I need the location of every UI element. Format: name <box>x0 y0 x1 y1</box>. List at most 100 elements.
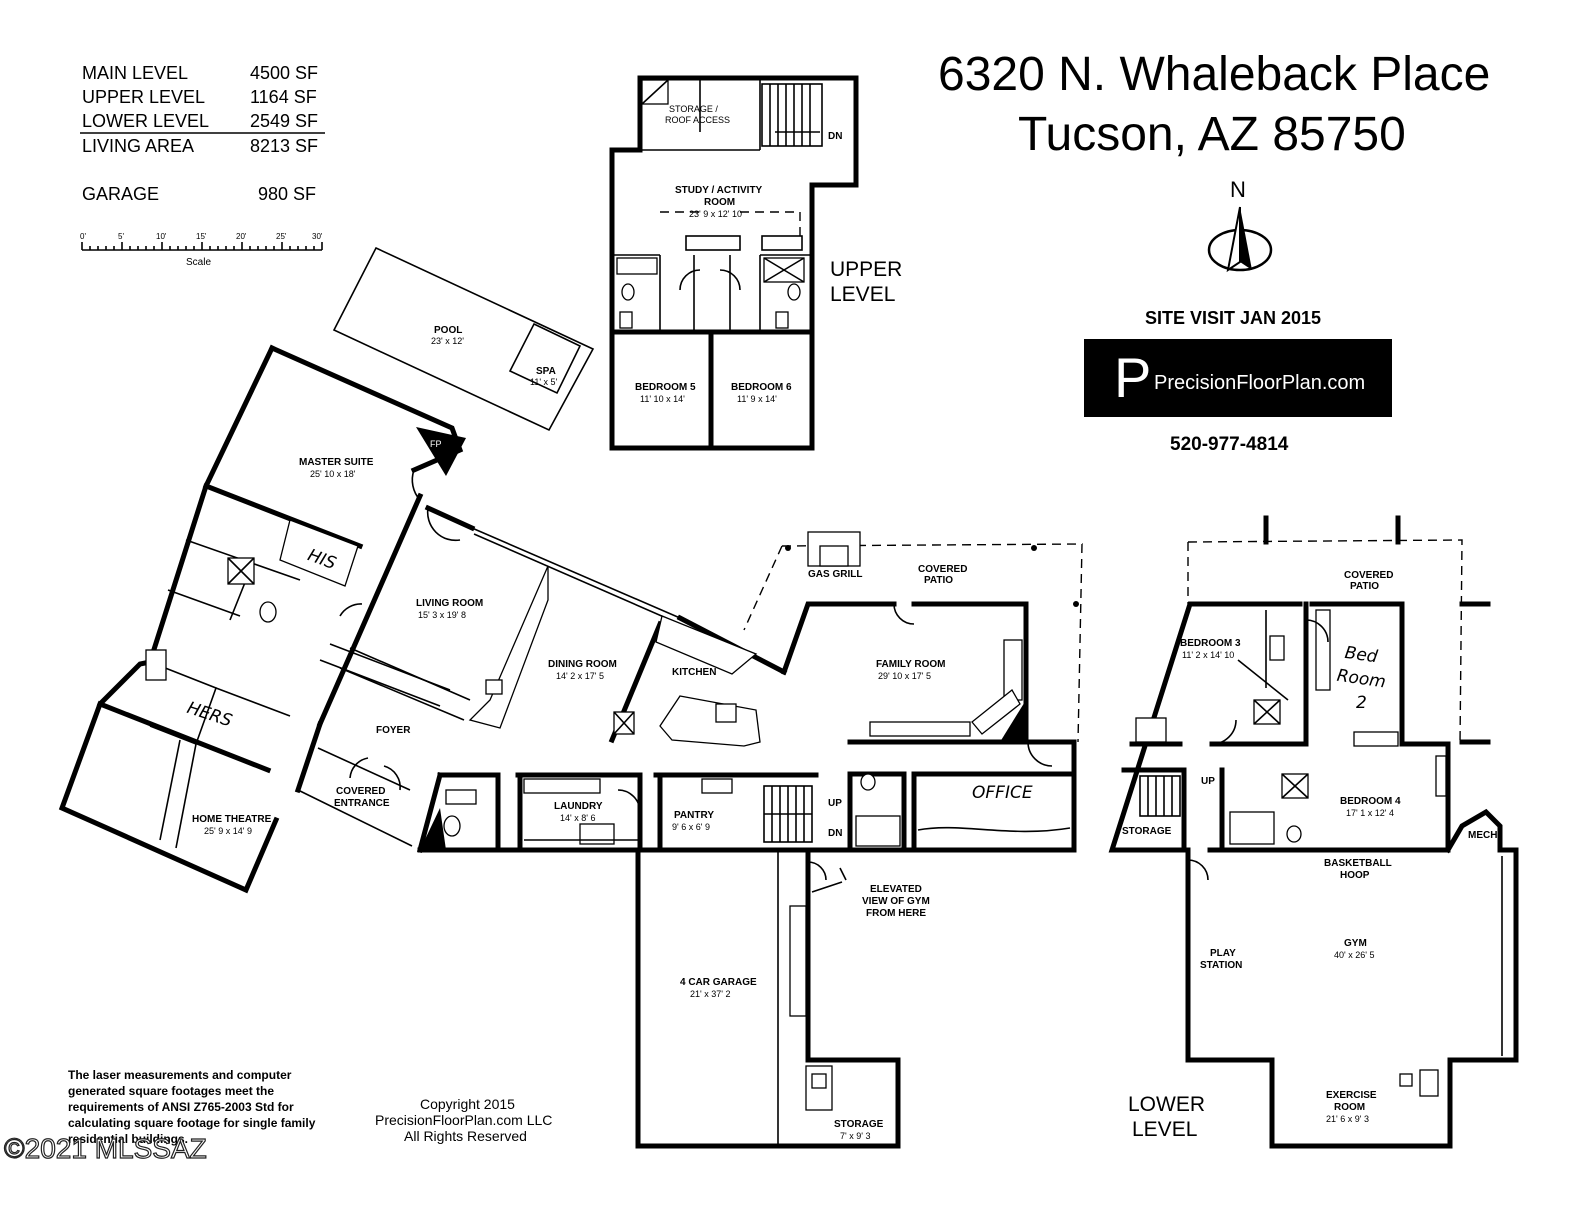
upper-level-plan: STORAGE / ROOF ACCESS DN STUDY / ACTIVIT… <box>609 75 859 451</box>
office-annotation: OFFICE <box>972 783 1033 803</box>
copyright-line-2: PrecisionFloorPlan.com LLC <box>375 1112 552 1128</box>
copyright-notice: Copyright 2015 PrecisionFloorPlan.com LL… <box>375 1096 552 1144</box>
storage-main-label: STORAGE <box>834 1119 884 1130</box>
mls-watermark: ©2021 MLSSAZ <box>4 1133 207 1164</box>
lower-level-label-2: LEVEL <box>1132 1118 1197 1141</box>
scale-tick-25: 25' <box>276 232 287 241</box>
spa-dims: 11' x 5' <box>530 377 558 387</box>
elevated-label-1: ELEVATED <box>870 884 922 895</box>
logo-letter: P <box>1114 346 1151 409</box>
bedroom6-dims: 11' 9 x 14' <box>737 394 777 404</box>
bedroom2-annotation-1: Bed <box>1343 643 1379 667</box>
bedroom4-dims: 17' 1 x 12' 4 <box>1346 808 1394 818</box>
mech-label: MECH <box>1468 830 1497 841</box>
pool-outline <box>332 246 595 432</box>
dining-room-dims: 14' 2 x 17' 5 <box>556 671 604 681</box>
garage-label: 4 CAR GARAGE <box>680 977 757 988</box>
scale-label: Scale <box>186 257 211 268</box>
bedroom3-dims: 11' 2 x 14' 10 <box>1182 650 1234 660</box>
fireplace-icon <box>416 427 466 476</box>
storage-roof-label-1: STORAGE / <box>669 104 718 114</box>
lower-level-label-1: LOWER <box>1128 1093 1205 1116</box>
bedroom5-label: BEDROOM 5 <box>635 382 696 393</box>
scale-bar: 0' 5' 10' 15' 20' 25' 30' Scale <box>80 232 323 268</box>
covered-entrance-label-2: ENTRANCE <box>334 798 390 809</box>
pool-dims: 23' x 12' <box>431 336 464 346</box>
covered-patio-label-2: PATIO <box>924 575 953 586</box>
copyright-line-1: Copyright 2015 <box>420 1096 515 1112</box>
sf-value-lower: 2549 SF <box>250 111 318 131</box>
laundry-dims: 14' x 8' 6 <box>560 813 595 823</box>
pantry-label: PANTRY <box>674 810 714 821</box>
exercise-room-label-1: EXERCISE <box>1326 1090 1377 1101</box>
sf-value-living: 8213 SF <box>250 136 318 156</box>
scale-tick-10: 10' <box>156 232 167 241</box>
disclaimer-line-2: generated square footages meet the <box>68 1084 274 1098</box>
main-level-plan: FP <box>58 344 1083 1149</box>
address-line-1: 6320 N. Whaleback Place <box>938 48 1490 101</box>
sf-label-garage: GARAGE <box>82 184 159 204</box>
lower-level-plan: UP COVERED PATIO BEDROOM 3 11' 2 x 14' 1… <box>1108 515 1519 1149</box>
lower-stair <box>1139 775 1181 817</box>
exercise-room-dims: 21' 6 x 9' 3 <box>1326 1114 1369 1124</box>
phone-number: 520-977-4814 <box>1170 434 1289 455</box>
bedroom5-dims: 11' 10 x 14' <box>640 394 685 404</box>
lower-covered-patio-label-1: COVERED <box>1344 570 1393 581</box>
living-room-label: LIVING ROOM <box>416 598 483 609</box>
family-room-label: FAMILY ROOM <box>876 659 945 670</box>
master-suite-label: MASTER SUITE <box>299 457 374 468</box>
sf-label-upper: UPPER LEVEL <box>82 87 205 107</box>
sf-label-living: LIVING AREA <box>82 136 194 156</box>
sf-value-upper: 1164 SF <box>250 87 317 107</box>
study-label-1: STUDY / ACTIVITY <box>675 185 763 196</box>
main-stair-dn: DN <box>828 828 842 839</box>
kitchen-label: KITCHEN <box>672 667 716 678</box>
garage-dims: 21' x 37' 2 <box>690 989 730 999</box>
disclaimer-line-1: The laser measurements and computer <box>68 1068 292 1082</box>
main-stair <box>763 785 813 843</box>
living-room-dims: 15' 3 x 19' 8 <box>418 610 466 620</box>
gas-grill-label: GAS GRILL <box>808 569 862 580</box>
storage-main-dims: 7' x 9' 3 <box>840 1131 870 1141</box>
address-line-2: Tucson, AZ 85750 <box>1018 108 1406 161</box>
site-visit-label: SITE VISIT JAN 2015 <box>1145 308 1321 328</box>
bedroom3-label: BEDROOM 3 <box>1180 638 1241 649</box>
sf-label-lower: LOWER LEVEL <box>82 111 209 131</box>
spa-label: SPA <box>536 366 556 377</box>
hers-annotation: HERS <box>184 698 234 731</box>
play-station-label-1: PLAY <box>1210 948 1236 959</box>
pantry-dims: 9' 6 x 6' 9 <box>672 822 710 832</box>
logo-text: PrecisionFloorPlan.com <box>1154 372 1365 394</box>
scale-tick-15: 15' <box>196 232 207 241</box>
upper-level-label-2: LEVEL <box>830 283 895 306</box>
gym-dims: 40' x 26' 5 <box>1334 950 1374 960</box>
copyright-line-3: All Rights Reserved <box>404 1128 527 1144</box>
foyer-label: FOYER <box>376 725 411 736</box>
lower-covered-patio-label-2: PATIO <box>1350 581 1379 592</box>
sf-value-main: 4500 SF <box>250 63 318 83</box>
sf-value-garage: 980 SF <box>258 184 316 204</box>
lower-stair-up: UP <box>1201 776 1215 787</box>
lower-storage-label: STORAGE <box>1122 826 1172 837</box>
scale-tick-30: 30' <box>312 232 323 241</box>
disclaimer-text: The laser measurements and computer gene… <box>68 1068 316 1146</box>
laundry-label: LAUNDRY <box>554 801 603 812</box>
pool-label: POOL <box>434 325 462 336</box>
covered-entrance-label-1: COVERED <box>336 786 385 797</box>
study-dims: 23' 9 x 12' 10 <box>689 209 742 219</box>
bedroom2-annotation-3: 2 <box>1356 693 1367 713</box>
basketball-label-1: BASKETBALL <box>1324 858 1392 869</box>
disclaimer-line-4: calculating square footage for single fa… <box>68 1116 316 1130</box>
scale-tick-20: 20' <box>236 232 247 241</box>
bedroom6-label: BEDROOM 6 <box>731 382 792 393</box>
storage-roof-label-2: ROOF ACCESS <box>665 115 730 125</box>
basketball-label-2: HOOP <box>1340 870 1370 881</box>
play-station-label-2: STATION <box>1200 960 1242 971</box>
compass-label: N <box>1230 177 1246 202</box>
fireplace-label: FP <box>430 439 442 449</box>
home-theatre-dims: 25' 9 x 14' 9 <box>204 826 252 836</box>
scale-tick-5: 5' <box>118 232 124 241</box>
covered-patio-label-1: COVERED <box>918 564 967 575</box>
dining-room-label: DINING ROOM <box>548 659 617 670</box>
